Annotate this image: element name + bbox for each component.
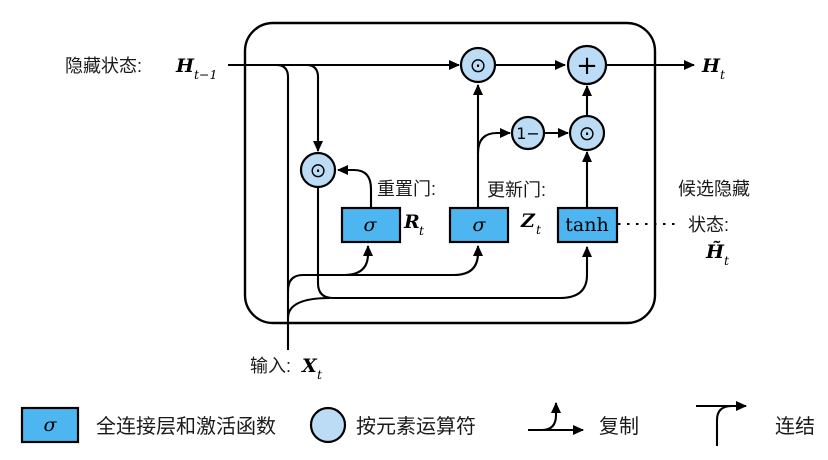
update-gate-label: 更新门: xyxy=(487,180,546,200)
reset-gate-subscript: t xyxy=(419,223,425,238)
legend-fc-box xyxy=(20,406,80,444)
one-minus-circle xyxy=(510,115,546,151)
update-gate-subscript: t xyxy=(536,222,542,237)
hidden-to-reset-multiply-wire xyxy=(305,63,323,152)
gate-input-wire xyxy=(286,245,483,292)
legend-copy-label: 复制 xyxy=(599,415,639,438)
hidden-state-label: 隐藏状态: xyxy=(65,56,142,76)
tanh-box xyxy=(556,206,619,244)
hidden-state-subscript: t−1 xyxy=(194,67,217,82)
reset-gate-var: R xyxy=(403,211,420,233)
reset-gate-output-wire xyxy=(337,165,373,208)
legend-fc-label: 全连接层和激活函数 xyxy=(96,415,276,438)
candidate-state-subscript: t xyxy=(724,253,730,268)
reset-gate-sigma-box xyxy=(340,206,402,244)
candidate-state-var: H̃ xyxy=(705,241,725,263)
input-label: 输入: xyxy=(250,356,291,376)
tanh-label: tanh xyxy=(565,214,608,236)
gate-input-branch-reset-wire xyxy=(343,245,373,277)
gru-cell-border xyxy=(243,21,657,325)
elementwise-multiply-reset-circle xyxy=(299,151,337,189)
elementwise-multiply-icon: ⊙ xyxy=(579,121,596,145)
reset-gate-label: 重置门: xyxy=(377,179,436,199)
input-var: X xyxy=(301,355,318,377)
legend-elementwise-circle xyxy=(309,406,347,444)
legend-concat-label: 连结 xyxy=(775,415,815,438)
candidate-state-label-line2: 状态: xyxy=(688,215,729,235)
copy-icon-branch xyxy=(541,402,561,432)
hidden-copy-concat-input-wire xyxy=(275,63,290,350)
add-icon: + xyxy=(576,51,598,81)
legend-elementwise-label: 按元素运算符 xyxy=(356,415,476,438)
concat-icon-merge xyxy=(715,404,733,446)
update-gate-var: Z xyxy=(520,210,536,232)
elementwise-multiply-icon: ⊙ xyxy=(310,158,327,182)
update-gate-sigma-label: σ xyxy=(473,214,487,236)
elementwise-multiply-top-circle xyxy=(459,46,497,84)
hidden-state-var: H xyxy=(175,55,195,77)
input-concat-to-tanh-wire xyxy=(286,296,331,319)
input-subscript: t xyxy=(317,367,323,382)
reset-gate-sigma-label: σ xyxy=(364,214,378,236)
legend-fc-symbol: σ xyxy=(44,414,58,436)
update-to-one-minus-wire xyxy=(476,128,511,154)
output-state-var: H xyxy=(701,55,721,77)
one-minus-icon: 1− xyxy=(516,124,540,143)
elementwise-multiply-mid-circle xyxy=(568,114,606,152)
candidate-state-label-line1: 候选隐藏 xyxy=(678,179,750,199)
update-gate-sigma-box xyxy=(448,206,510,244)
legend: σ 全连接层和激活函数 按元素运算符 复制 连结 xyxy=(20,401,815,446)
add-circle xyxy=(566,44,608,86)
reset-result-to-tanh-wire xyxy=(316,187,592,300)
output-state-subscript: t xyxy=(720,67,726,82)
elementwise-multiply-icon: ⊙ xyxy=(470,53,487,77)
